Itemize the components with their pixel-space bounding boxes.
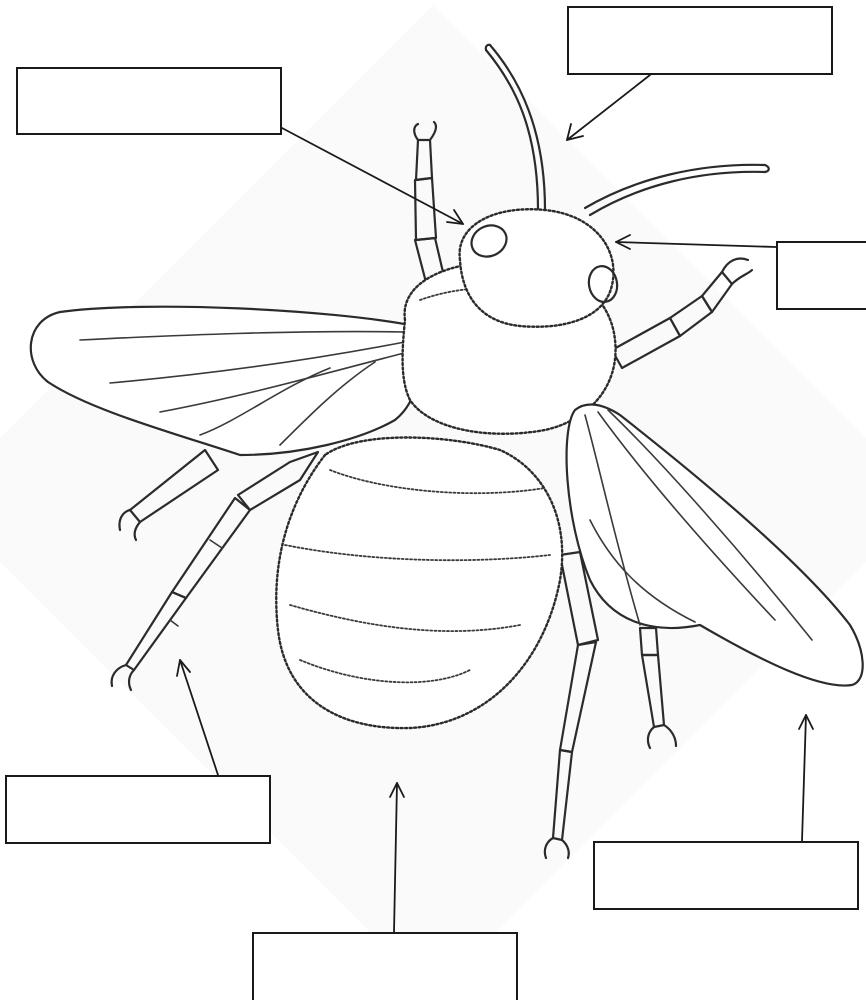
label-box-eye[interactable] — [16, 67, 282, 135]
left-front-leg — [119, 450, 218, 540]
label-box-wing[interactable] — [593, 841, 859, 910]
head — [460, 209, 620, 327]
label-box-head[interactable] — [776, 241, 866, 310]
label-box-leg[interactable] — [5, 775, 271, 844]
leg-pointer — [180, 660, 218, 775]
abdomen-pointer — [394, 783, 397, 932]
antenna-pointer — [567, 75, 650, 140]
label-box-antenna[interactable] — [567, 6, 833, 75]
right-hind-leg — [640, 628, 676, 748]
left-wing — [31, 307, 419, 455]
label-box-abdomen[interactable] — [252, 932, 518, 1000]
abdomen — [276, 438, 562, 729]
eye-pointer — [282, 128, 463, 224]
wing-pointer — [802, 715, 806, 841]
right-wing — [567, 405, 863, 686]
right-front-leg — [612, 259, 752, 369]
head-pointer — [616, 242, 776, 247]
